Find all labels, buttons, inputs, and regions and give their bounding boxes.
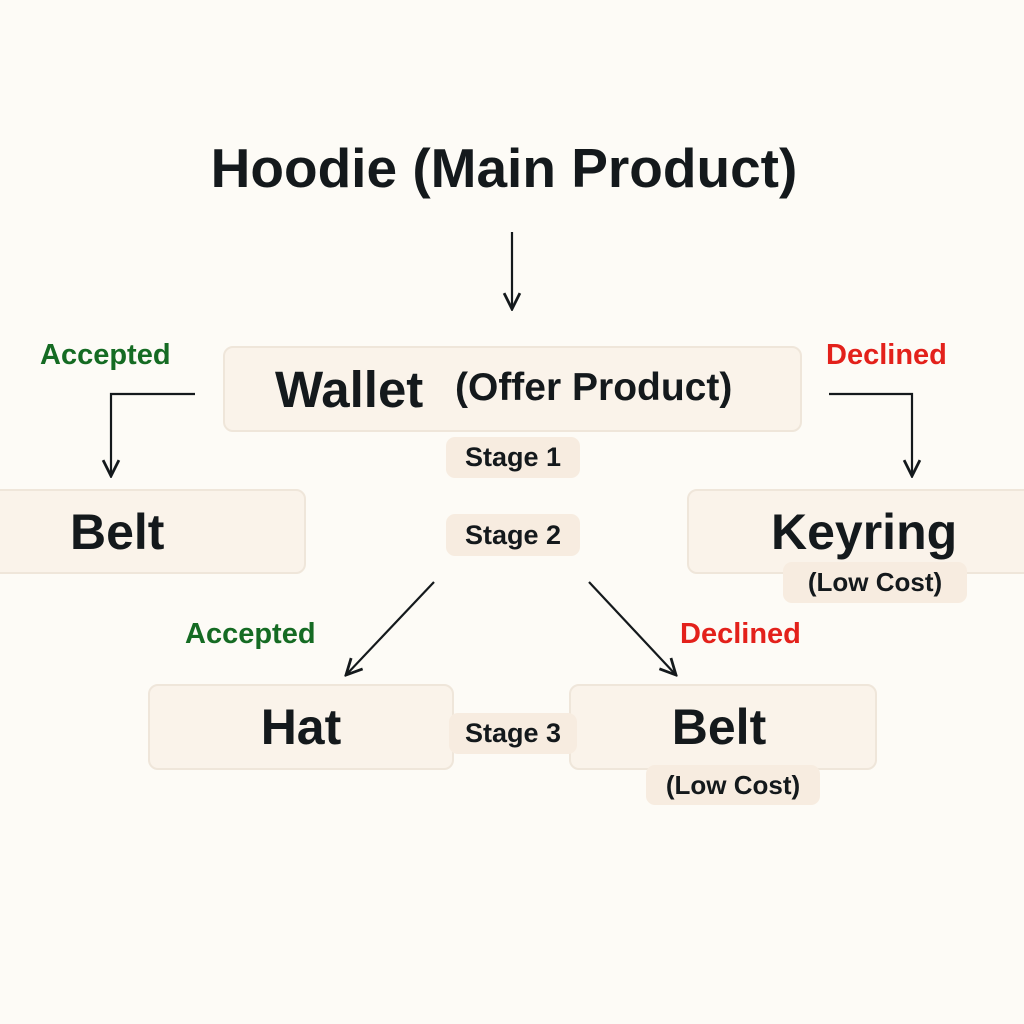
stage-2-badge: Stage 2 <box>446 514 580 556</box>
hat-accepted-box: Hat <box>148 684 454 770</box>
keyring-declined-box: Keyring <box>687 489 1024 574</box>
stage-1-badge: Stage 1 <box>446 437 580 478</box>
belt-low-cost-product-name: Belt <box>671 699 767 755</box>
keyring-product-name: Keyring <box>771 504 958 560</box>
stage1-accepted-label: Accepted <box>40 339 171 371</box>
main-product-title: Hoodie (Main Product) <box>210 137 798 199</box>
stage2-declined-label: Declined <box>680 618 801 650</box>
offer-product-box: Wallet (Offer Product) <box>223 346 802 432</box>
belt-product-name: Belt <box>70 504 165 560</box>
stage2-accepted-label: Accepted <box>185 618 316 650</box>
belt-accepted-box: Belt <box>0 489 306 574</box>
arrow-offer-to-keyring <box>829 392 912 476</box>
arrow-offer-to-belt <box>111 392 195 476</box>
belt-declined-box: Belt <box>569 684 877 770</box>
stage1-declined-label: Declined <box>826 339 947 371</box>
stage-3-badge: Stage 3 <box>449 713 577 754</box>
offer-product-name: Wallet <box>275 361 424 418</box>
arrow-stage2-to-belt <box>588 581 676 675</box>
arrow-stage2-to-hat <box>346 581 435 675</box>
hat-product-name: Hat <box>260 699 342 755</box>
belt-low-cost-note: (Low Cost) <box>646 765 820 805</box>
keyring-low-cost-note: (Low Cost) <box>783 562 967 603</box>
offer-product-subtitle: (Offer Product) <box>455 366 733 409</box>
